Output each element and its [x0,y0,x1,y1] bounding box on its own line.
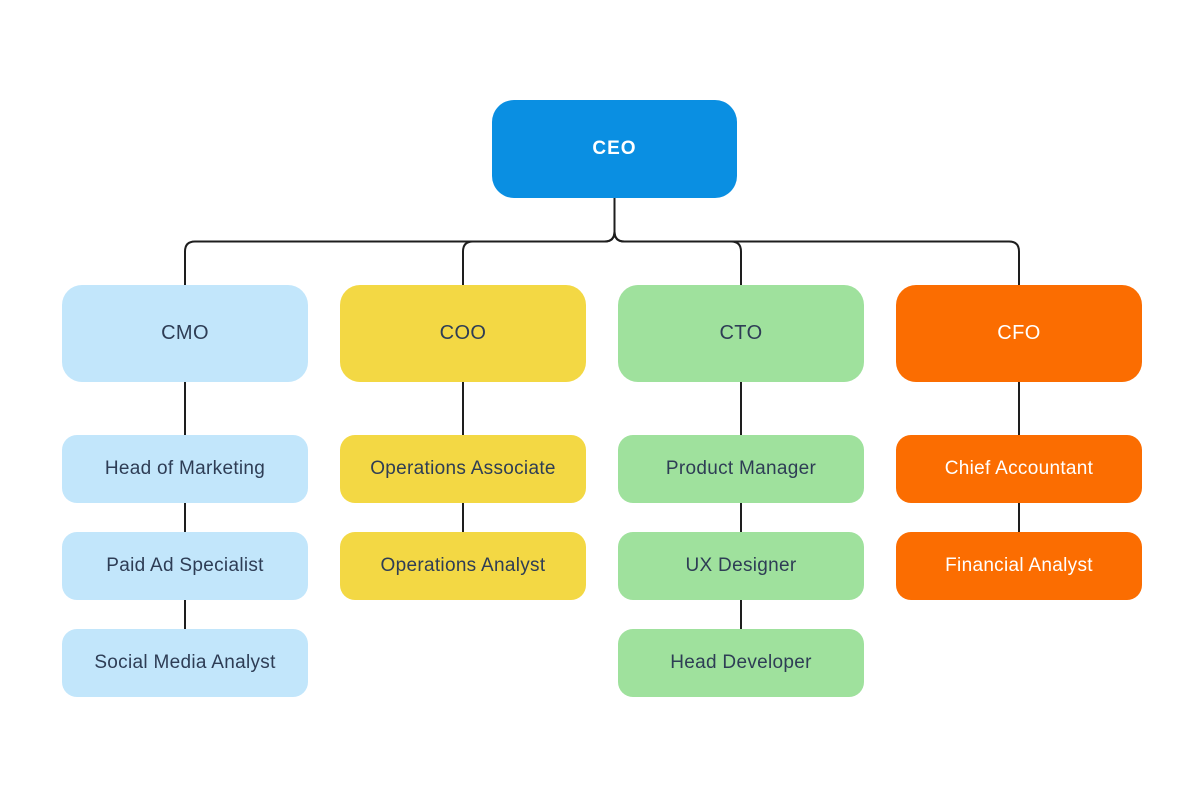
node-operations-associate: Operations Associate [340,435,586,503]
node-cmo: CMO [62,285,308,382]
node-ceo: CEO [492,100,737,198]
node-cto: CTO [618,285,864,382]
node-social-media-analyst: Social Media Analyst [62,629,308,697]
node-chief-accountant: Chief Accountant [896,435,1142,503]
node-financial-analyst: Financial Analyst [896,532,1142,600]
node-paid-ad-specialist: Paid Ad Specialist [62,532,308,600]
node-head-developer: Head Developer [618,629,864,697]
node-head-of-marketing: Head of Marketing [62,435,308,503]
node-product-manager: Product Manager [618,435,864,503]
connector-group [184,198,1020,629]
node-operations-analyst: Operations Analyst [340,532,586,600]
node-ux-designer: UX Designer [618,532,864,600]
node-cfo: CFO [896,285,1142,382]
node-coo: COO [340,285,586,382]
connector-ceo-cfo [613,198,1020,285]
connector-ceo-coo [462,198,616,285]
